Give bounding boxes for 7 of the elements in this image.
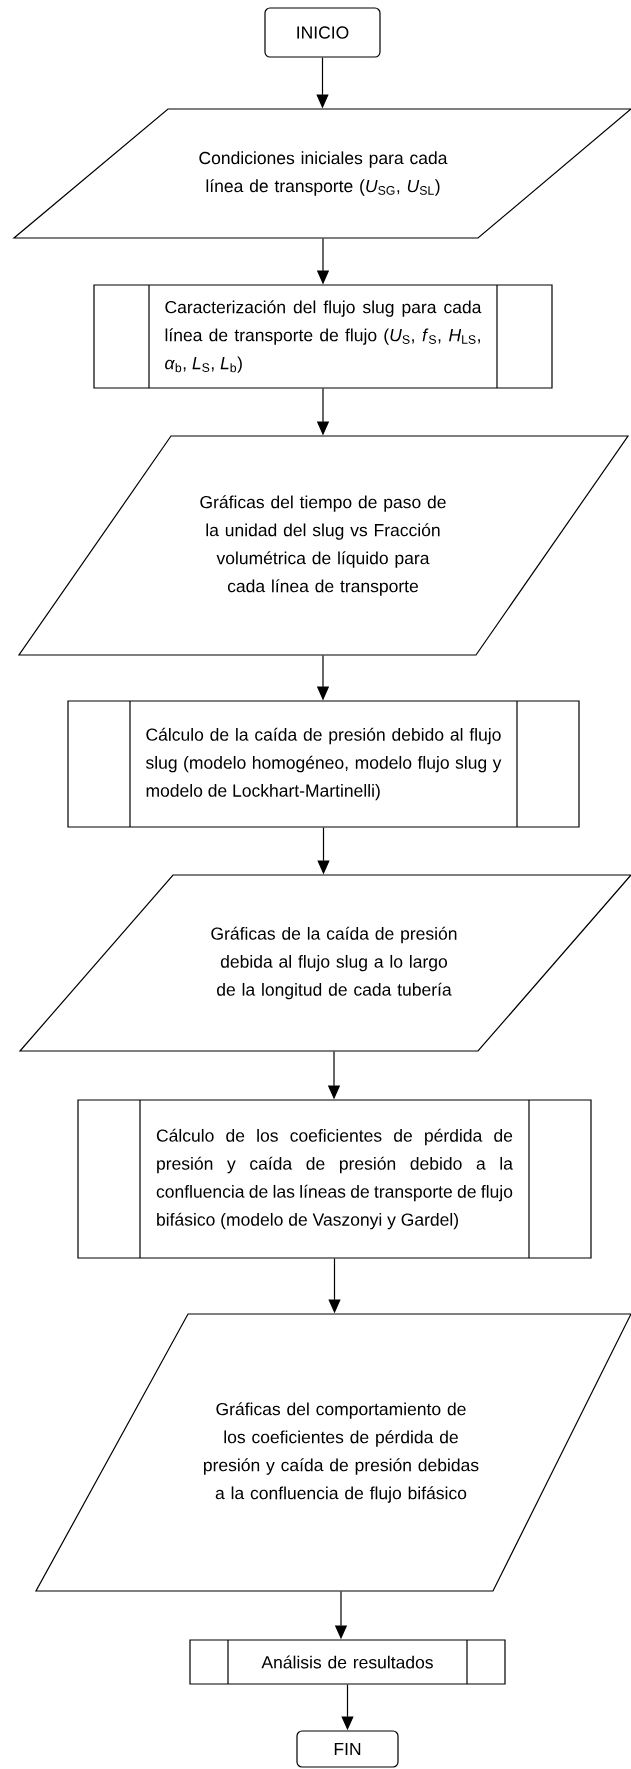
subprocess-box: Cálculo de los coeficientes de pérdida de presión y caída de presión debido a la confluencia de las líneas de transporte de flujo bifásico (modelo de Vaszonyi y Gardel) [77, 1099, 592, 1259]
subprocess-box: Análisis de resultados [189, 1639, 506, 1685]
subprocess-box: Cálculo de la caída de presión debido al flujo slug (modelo homogéneo, modelo flujo slug y modelo de Lockhart-Martinelli) [67, 700, 580, 828]
subprocess-box: Caracterización del flujo slug para cada línea de transporte de flujo (U$_{S}$, f$_{S}$, H$_{LS}$, α$_{b}$, L$_{S}$, L$_{b}$) [93, 284, 553, 389]
data-parallelogram: Gráficas del comportamiento de los coeficientes de pérdida de presión y caída de presión debidas a la confluencia de flujo bifásico [35, 1313, 631, 1592]
terminal-box: INICIO [264, 7, 381, 58]
terminal-box: FIN [296, 1730, 399, 1768]
